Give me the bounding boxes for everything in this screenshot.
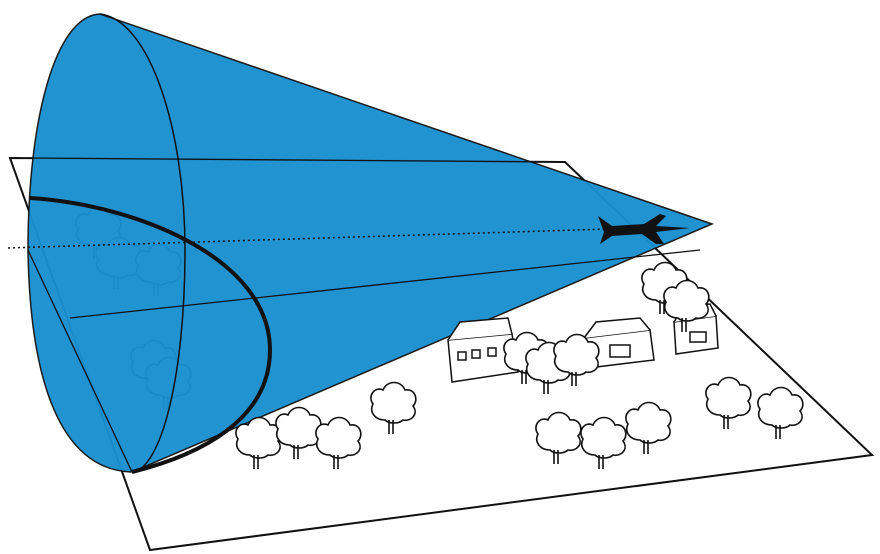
cone-of-vision-diagram [0,0,880,554]
diagram-canvas [0,0,880,554]
